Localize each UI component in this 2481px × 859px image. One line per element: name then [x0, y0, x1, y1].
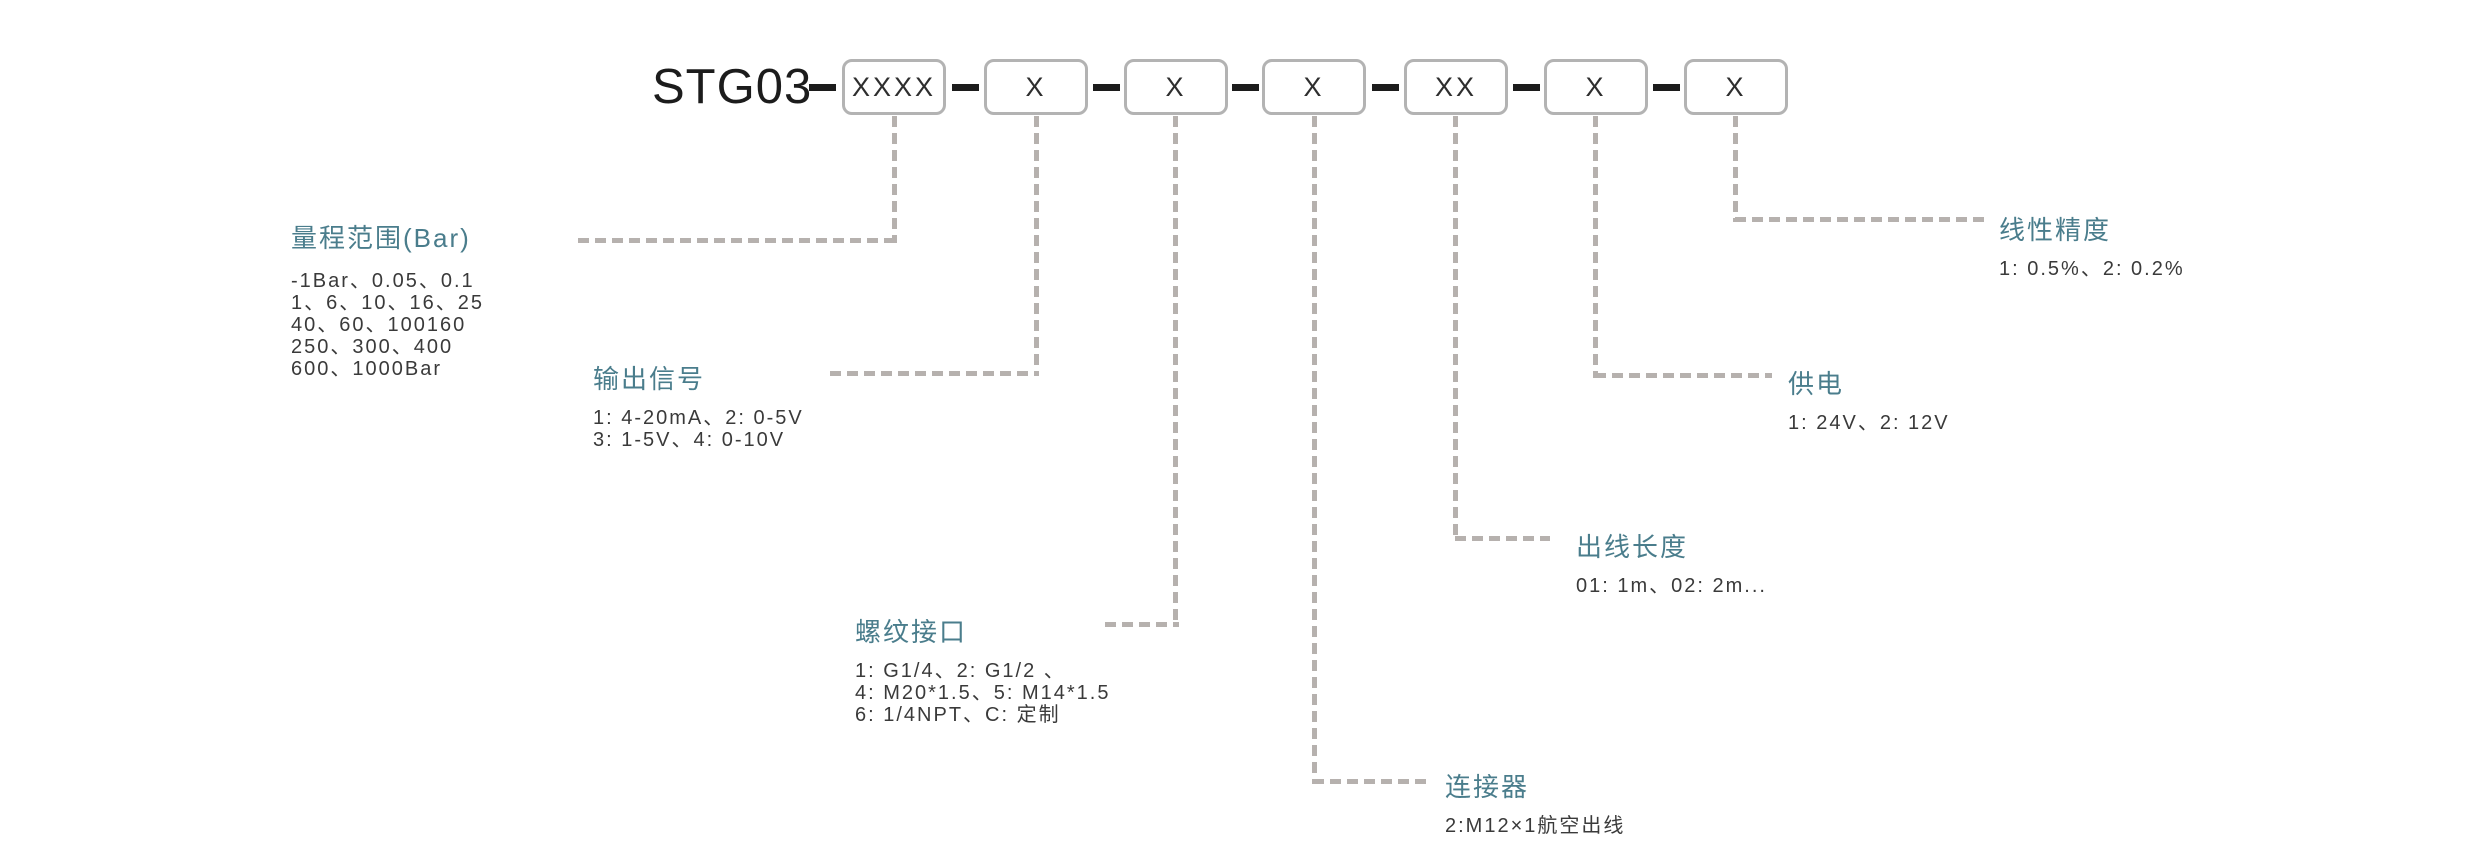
- section-thread-values: 1: G1/4、2: G1/2 、 4: M20*1.5、5: M14*1.5 …: [855, 660, 1110, 726]
- connector-line-output-vertical: [1034, 116, 1039, 376]
- value-line: 600、1000Bar: [291, 358, 442, 380]
- code-separator-dash: [1093, 84, 1120, 91]
- section-accuracy: 线性精度 1: 0.5%、2: 0.2%: [1999, 214, 2185, 280]
- code-box-power: X: [1544, 59, 1648, 115]
- value-line: 1: 4-20mA、2: 0-5V: [593, 407, 804, 429]
- code-separator-dash: [1232, 84, 1259, 91]
- connector-line-connector-vertical: [1312, 116, 1317, 784]
- value-line: 250、300、400: [291, 336, 454, 358]
- section-connector-values: 2:M12×1航空出线: [1445, 815, 1625, 837]
- value-line: 2:M12×1航空出线: [1445, 815, 1626, 837]
- connector-line-cable-horizontal: [1455, 536, 1550, 541]
- connector-line-accuracy-vertical: [1733, 116, 1738, 222]
- section-accuracy-values: 1: 0.5%、2: 0.2%: [1999, 258, 2185, 280]
- value-line: 3: 1-5V、4: 0-10V: [593, 429, 786, 451]
- connector-line-connector-horizontal: [1313, 779, 1428, 784]
- section-output-title: 输出信号: [593, 364, 706, 394]
- value-line: 1、6、10、16、25: [291, 292, 484, 314]
- section-output: 输出信号 1: 4-20mA、2: 0-5V 3: 1-5V、4: 0-10V: [593, 363, 804, 451]
- section-range: 量程范围(Bar) -1Bar、0.05、0.1 1、6、10、16、25 40…: [291, 222, 484, 380]
- section-cable-title: 出线长度: [1576, 532, 1689, 562]
- connector-line-power-vertical: [1593, 116, 1598, 378]
- connector-line-thread-vertical: [1173, 116, 1178, 627]
- section-range-title: 量程范围(Bar): [291, 223, 471, 253]
- connector-line-output-horizontal: [830, 371, 1039, 376]
- section-connector: 连接器 2:M12×1航空出线: [1445, 771, 1625, 837]
- connector-line-cable-vertical: [1453, 116, 1458, 541]
- code-box-thread: X: [1124, 59, 1228, 115]
- connector-line-power-horizontal: [1595, 373, 1772, 378]
- code-box-connector: X: [1262, 59, 1366, 115]
- section-connector-title: 连接器: [1445, 772, 1530, 802]
- connector-line-range-vertical: [892, 116, 897, 243]
- value-line: 1: 24V、2: 12V: [1788, 412, 1950, 434]
- section-thread-title: 螺纹接口: [855, 617, 968, 647]
- section-cable-values: 01: 1m、02: 2m...: [1576, 575, 1767, 597]
- code-separator-dash: [1372, 84, 1399, 91]
- model-prefix: STG03: [652, 60, 813, 114]
- section-power-title: 供电: [1788, 369, 1845, 399]
- section-thread: 螺纹接口 1: G1/4、2: G1/2 、 4: M20*1.5、5: M14…: [855, 616, 1110, 726]
- connector-line-thread-horizontal: [1105, 622, 1179, 627]
- code-box-cable: XX: [1404, 59, 1508, 115]
- value-line: 01: 1m、02: 2m...: [1576, 575, 1767, 597]
- value-line: -1Bar、0.05、0.1: [291, 270, 475, 292]
- code-box-output: X: [984, 59, 1088, 115]
- code-box-accuracy: X: [1684, 59, 1788, 115]
- value-line: 40、60、100160: [291, 314, 467, 336]
- code-separator-dash: [809, 84, 836, 91]
- value-line: 4: M20*1.5、5: M14*1.5: [855, 682, 1111, 704]
- code-separator-dash: [1513, 84, 1540, 91]
- section-power: 供电 1: 24V、2: 12V: [1788, 368, 1950, 434]
- value-line: 1: G1/4、2: G1/2 、: [855, 660, 1066, 682]
- value-line: 6: 1/4NPT、C: 定制: [855, 704, 1061, 726]
- section-output-values: 1: 4-20mA、2: 0-5V 3: 1-5V、4: 0-10V: [593, 407, 804, 451]
- section-range-values: -1Bar、0.05、0.1 1、6、10、16、25 40、60、100160…: [291, 270, 484, 380]
- section-accuracy-title: 线性精度: [1999, 215, 2112, 245]
- connector-line-accuracy-horizontal: [1735, 217, 1984, 222]
- code-separator-dash: [1653, 84, 1680, 91]
- code-box-range: XXXX: [842, 59, 946, 115]
- code-separator-dash: [952, 84, 979, 91]
- section-power-values: 1: 24V、2: 12V: [1788, 412, 1950, 434]
- connector-line-range-horizontal: [578, 238, 897, 243]
- section-cable: 出线长度 01: 1m、02: 2m...: [1576, 531, 1767, 597]
- value-line: 1: 0.5%、2: 0.2%: [1999, 258, 2185, 280]
